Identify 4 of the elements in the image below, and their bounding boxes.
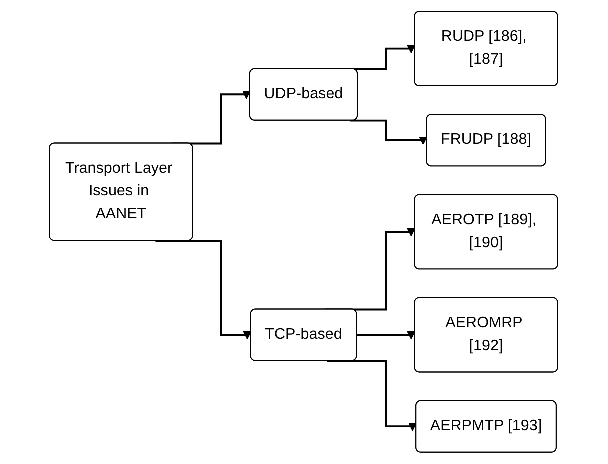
arrow <box>357 331 416 340</box>
arrow <box>328 360 418 432</box>
arrow <box>350 120 428 146</box>
arrow <box>156 240 252 340</box>
